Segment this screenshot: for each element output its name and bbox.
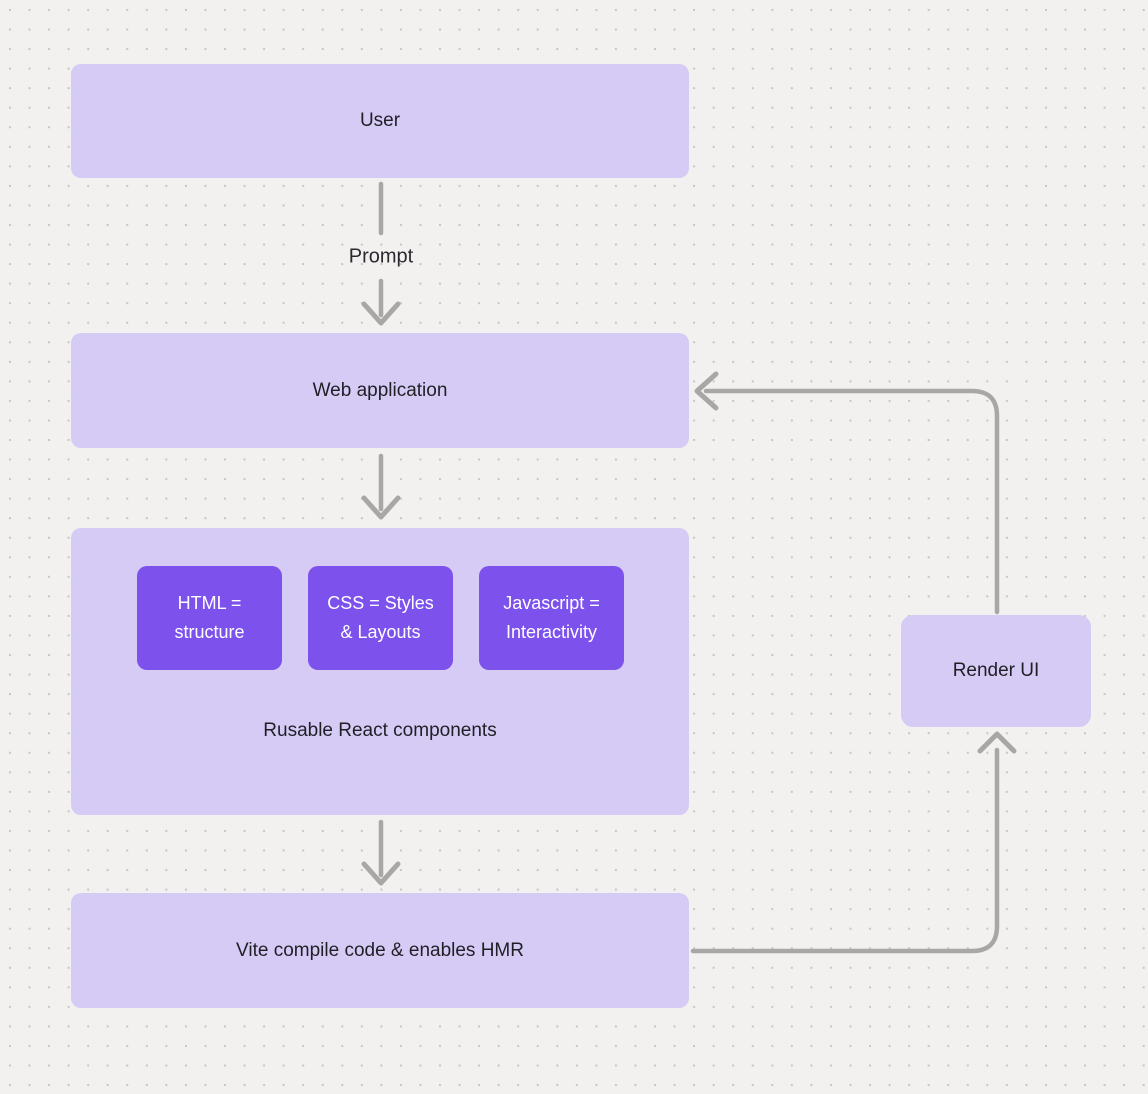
edge-vite-to-render-arrowhead-icon: [977, 731, 1017, 754]
chip-javascript-label-line1: Javascript =: [503, 593, 600, 613]
node-web-application: Web application: [71, 333, 689, 448]
chip-css: CSS = Styles & Layouts: [308, 566, 453, 670]
edge-components-to-vite-arrowhead-icon: [361, 861, 401, 886]
node-vite-label: Vite compile code & enables HMR: [236, 939, 524, 961]
node-vite: Vite compile code & enables HMR: [71, 893, 689, 1008]
node-components-group: HTML = structure CSS = Styles & Layouts …: [71, 528, 689, 815]
node-user-label: User: [359, 110, 401, 131]
edge-render-to-web-arrowhead-icon: [694, 371, 719, 411]
node-user: User: [71, 64, 689, 178]
chip-html-label-line1: HTML =: [177, 593, 242, 613]
edge-render-to-web-segment: [703, 388, 1000, 615]
edge-label-prompt: Prompt: [348, 245, 414, 268]
edge-user-to-web-arrowhead-icon: [361, 301, 401, 326]
node-render-ui-label: Render UI: [952, 660, 1040, 681]
edge-vite-to-render-segment: [690, 747, 1000, 954]
chip-javascript: Javascript = Interactivity: [479, 566, 624, 670]
node-render-ui: Render UI: [901, 615, 1091, 727]
components-chip-row: HTML = structure CSS = Styles & Layouts …: [137, 566, 624, 670]
chip-html: HTML = structure: [137, 566, 282, 670]
chip-html-label-line2: structure: [174, 622, 245, 642]
chip-css-label-line1: CSS = Styles: [327, 593, 434, 613]
chip-javascript-label-line2: Interactivity: [505, 622, 598, 642]
edge-web-to-components-arrowhead-icon: [361, 495, 401, 520]
chip-css-label-line2: & Layouts: [340, 622, 421, 642]
node-web-application-label: Web application: [312, 379, 448, 401]
components-caption: Rusable React components: [263, 720, 497, 741]
